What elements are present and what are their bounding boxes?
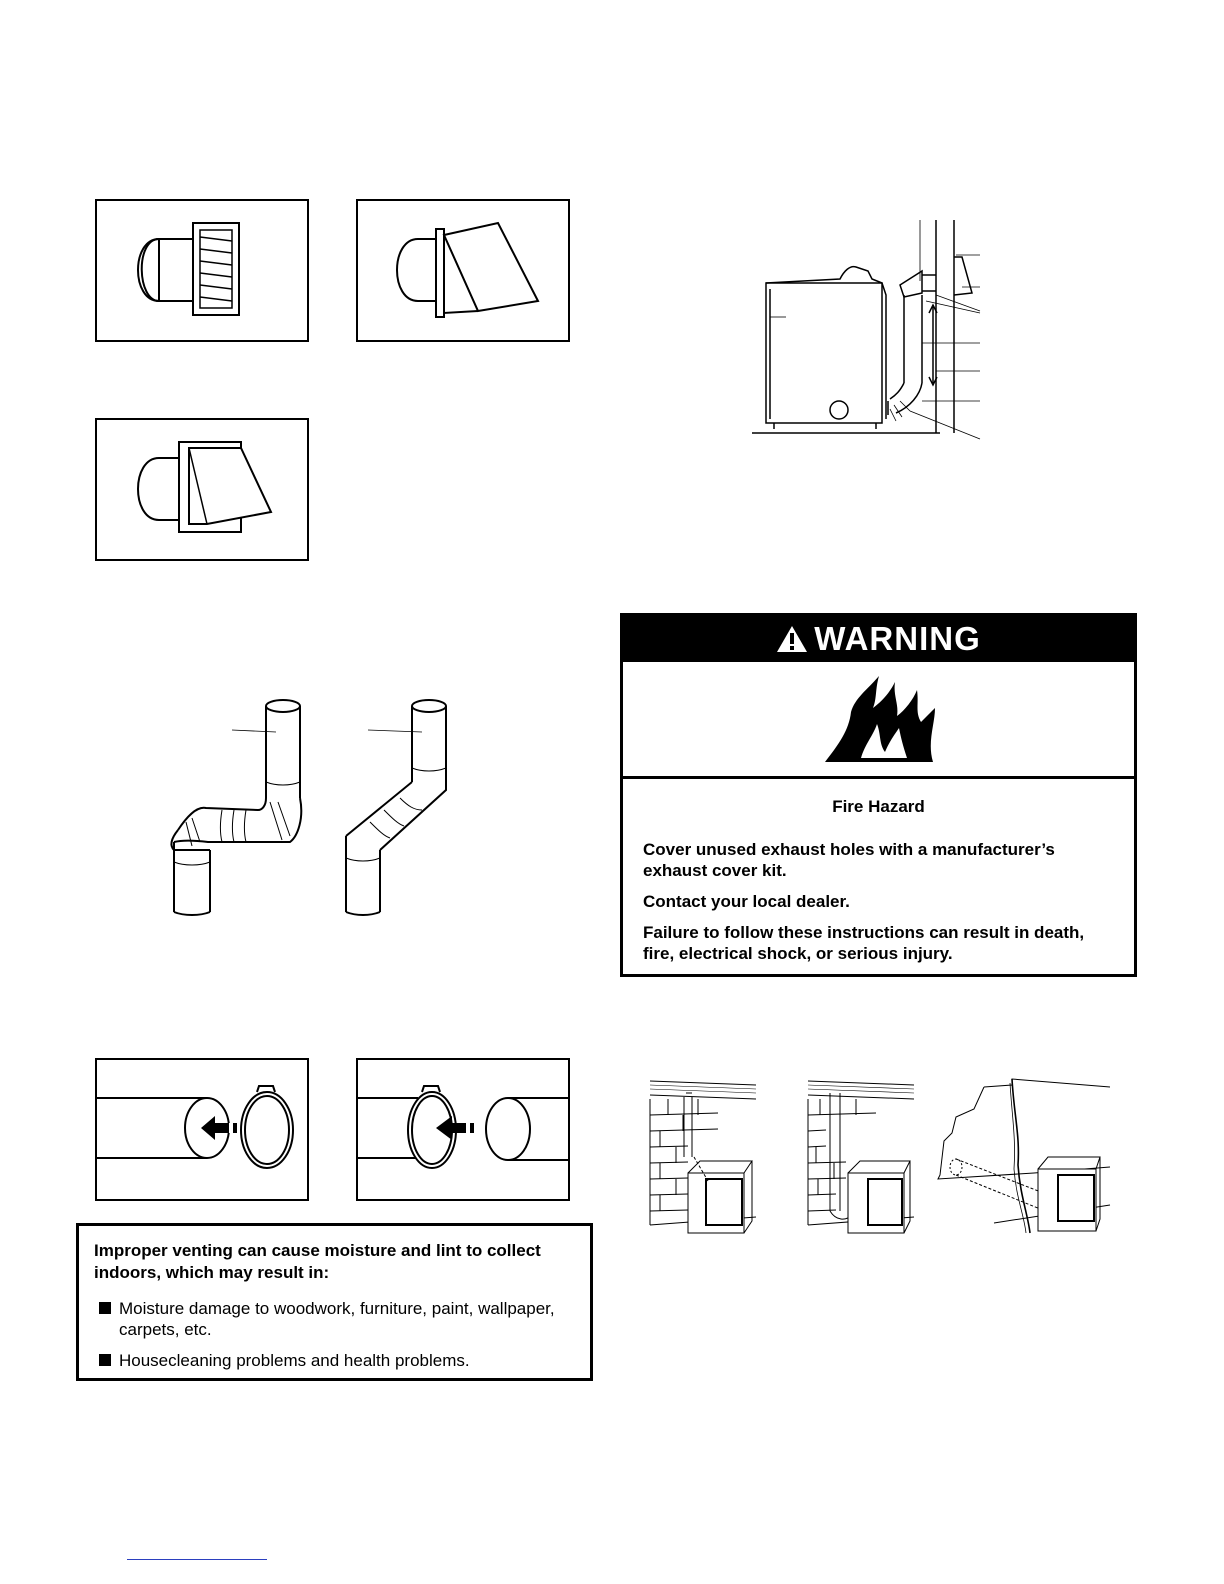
dryer-vent-installation-diagram	[750, 215, 990, 440]
warning-triangle-icon	[777, 626, 808, 652]
note-item: Moisture damage to woodwork, furniture, …	[94, 1298, 576, 1340]
louvered-hood-figure	[95, 199, 309, 342]
warning-line-cover: Cover unused exhaust holes with a manufa…	[643, 840, 1055, 880]
basement-vent-through-wall-illustration	[648, 1075, 760, 1235]
footer-link-rule	[127, 1559, 267, 1560]
square-bullet-icon	[99, 1302, 111, 1314]
fire-icon-panel	[623, 664, 1134, 779]
hazard-title: Fire Hazard	[832, 797, 925, 816]
square-bullet-icon	[99, 1354, 111, 1366]
warning-line-consequence: Failure to follow these instructions can…	[643, 923, 1085, 963]
note-item: Housecleaning problems and health proble…	[94, 1350, 576, 1371]
clamp-step-1-figure	[95, 1058, 309, 1201]
vent-through-floor-illustration	[934, 1075, 1114, 1235]
note-item-text: Moisture damage to woodwork, furniture, …	[119, 1299, 555, 1339]
warning-header: WARNING	[623, 616, 1134, 662]
box-hood-figure	[356, 199, 570, 342]
clamp-step-2-figure	[356, 1058, 570, 1201]
note-heading: Improper venting can cause moisture and …	[94, 1241, 541, 1282]
warning-label: WARNING	[814, 620, 981, 657]
note-item-text: Housecleaning problems and health proble…	[119, 1351, 470, 1370]
angled-hood-figure	[95, 418, 309, 561]
warning-line-dealer: Contact your local dealer.	[643, 892, 850, 911]
improper-venting-note: Improper venting can cause moisture and …	[76, 1223, 593, 1381]
fire-icon	[824, 676, 935, 762]
fire-hazard-warning: WARNING Fire Hazard Cover unused exhaust…	[620, 613, 1137, 977]
basement-vent-through-ceiling-illustration	[806, 1075, 918, 1235]
offset-elbow-diagram	[162, 690, 462, 925]
